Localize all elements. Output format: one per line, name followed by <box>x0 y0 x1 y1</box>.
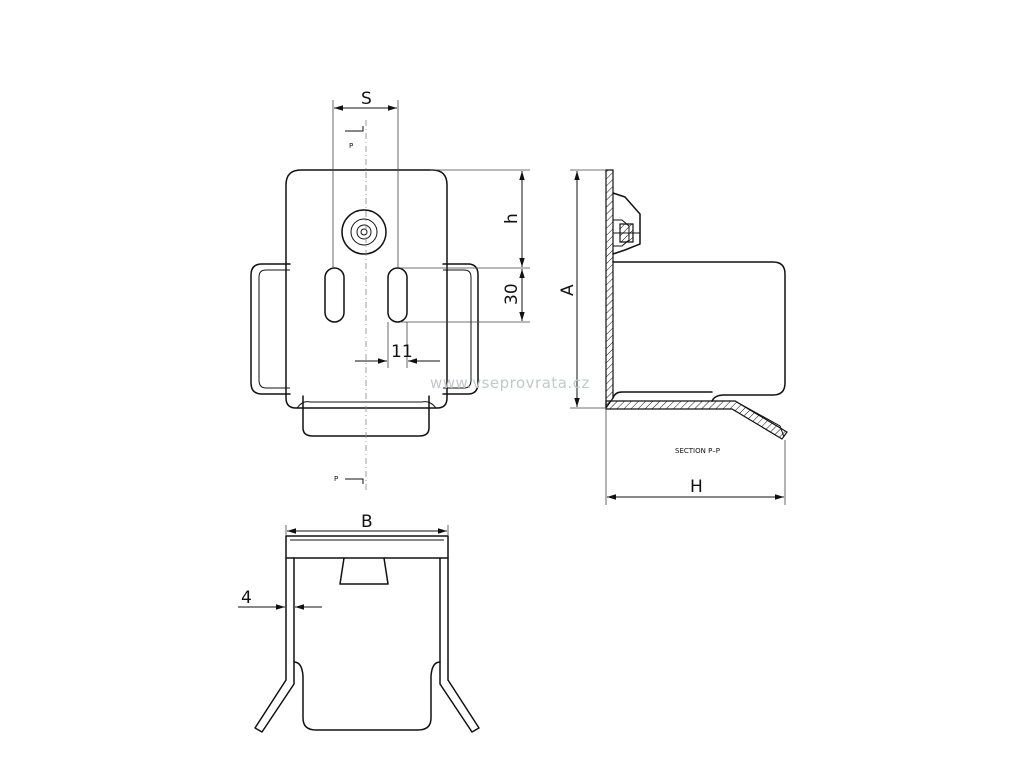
right-slot <box>387 267 408 323</box>
top-view: B 4 <box>238 512 480 733</box>
front-plate-outline <box>285 169 448 409</box>
section-view: A H SECTION P–P <box>558 169 788 505</box>
top-inner-u <box>293 661 441 731</box>
dimension-a: A <box>558 169 606 409</box>
svg-text:A: A <box>558 284 578 296</box>
left-flange <box>250 263 291 395</box>
left-slot <box>324 267 345 323</box>
section-label: SECTION P–P <box>675 447 720 455</box>
svg-text:P: P <box>334 475 338 483</box>
svg-text:30: 30 <box>502 283 522 305</box>
roller-stud <box>341 209 387 255</box>
svg-text:H: H <box>690 477 703 497</box>
front-view: P P S h 30 <box>250 89 530 490</box>
dimension-hh: H <box>605 408 786 505</box>
svg-text:11: 11 <box>391 342 413 362</box>
svg-text:h: h <box>502 213 522 224</box>
svg-text:4: 4 <box>241 588 252 608</box>
dimension-4: 4 <box>238 588 322 610</box>
section-bottom <box>605 400 788 440</box>
dimension-s: S <box>332 89 399 268</box>
svg-text:S: S <box>361 89 372 109</box>
top-tab <box>339 557 389 585</box>
dimension-30: 30 <box>400 269 530 323</box>
right-flange <box>442 263 479 395</box>
dimension-11: 11 <box>355 322 440 368</box>
top-plate <box>285 535 449 559</box>
section-plate <box>605 169 614 410</box>
section-marker-bottom: P <box>334 475 364 484</box>
svg-text:B: B <box>361 512 373 532</box>
watermark: www.vseprovrata.cz <box>430 374 590 392</box>
section-stud <box>612 192 641 255</box>
section-marker-top: P <box>345 126 364 150</box>
dimension-b: B <box>285 512 449 536</box>
dimension-h: h <box>400 169 530 269</box>
svg-text:P: P <box>349 142 353 150</box>
